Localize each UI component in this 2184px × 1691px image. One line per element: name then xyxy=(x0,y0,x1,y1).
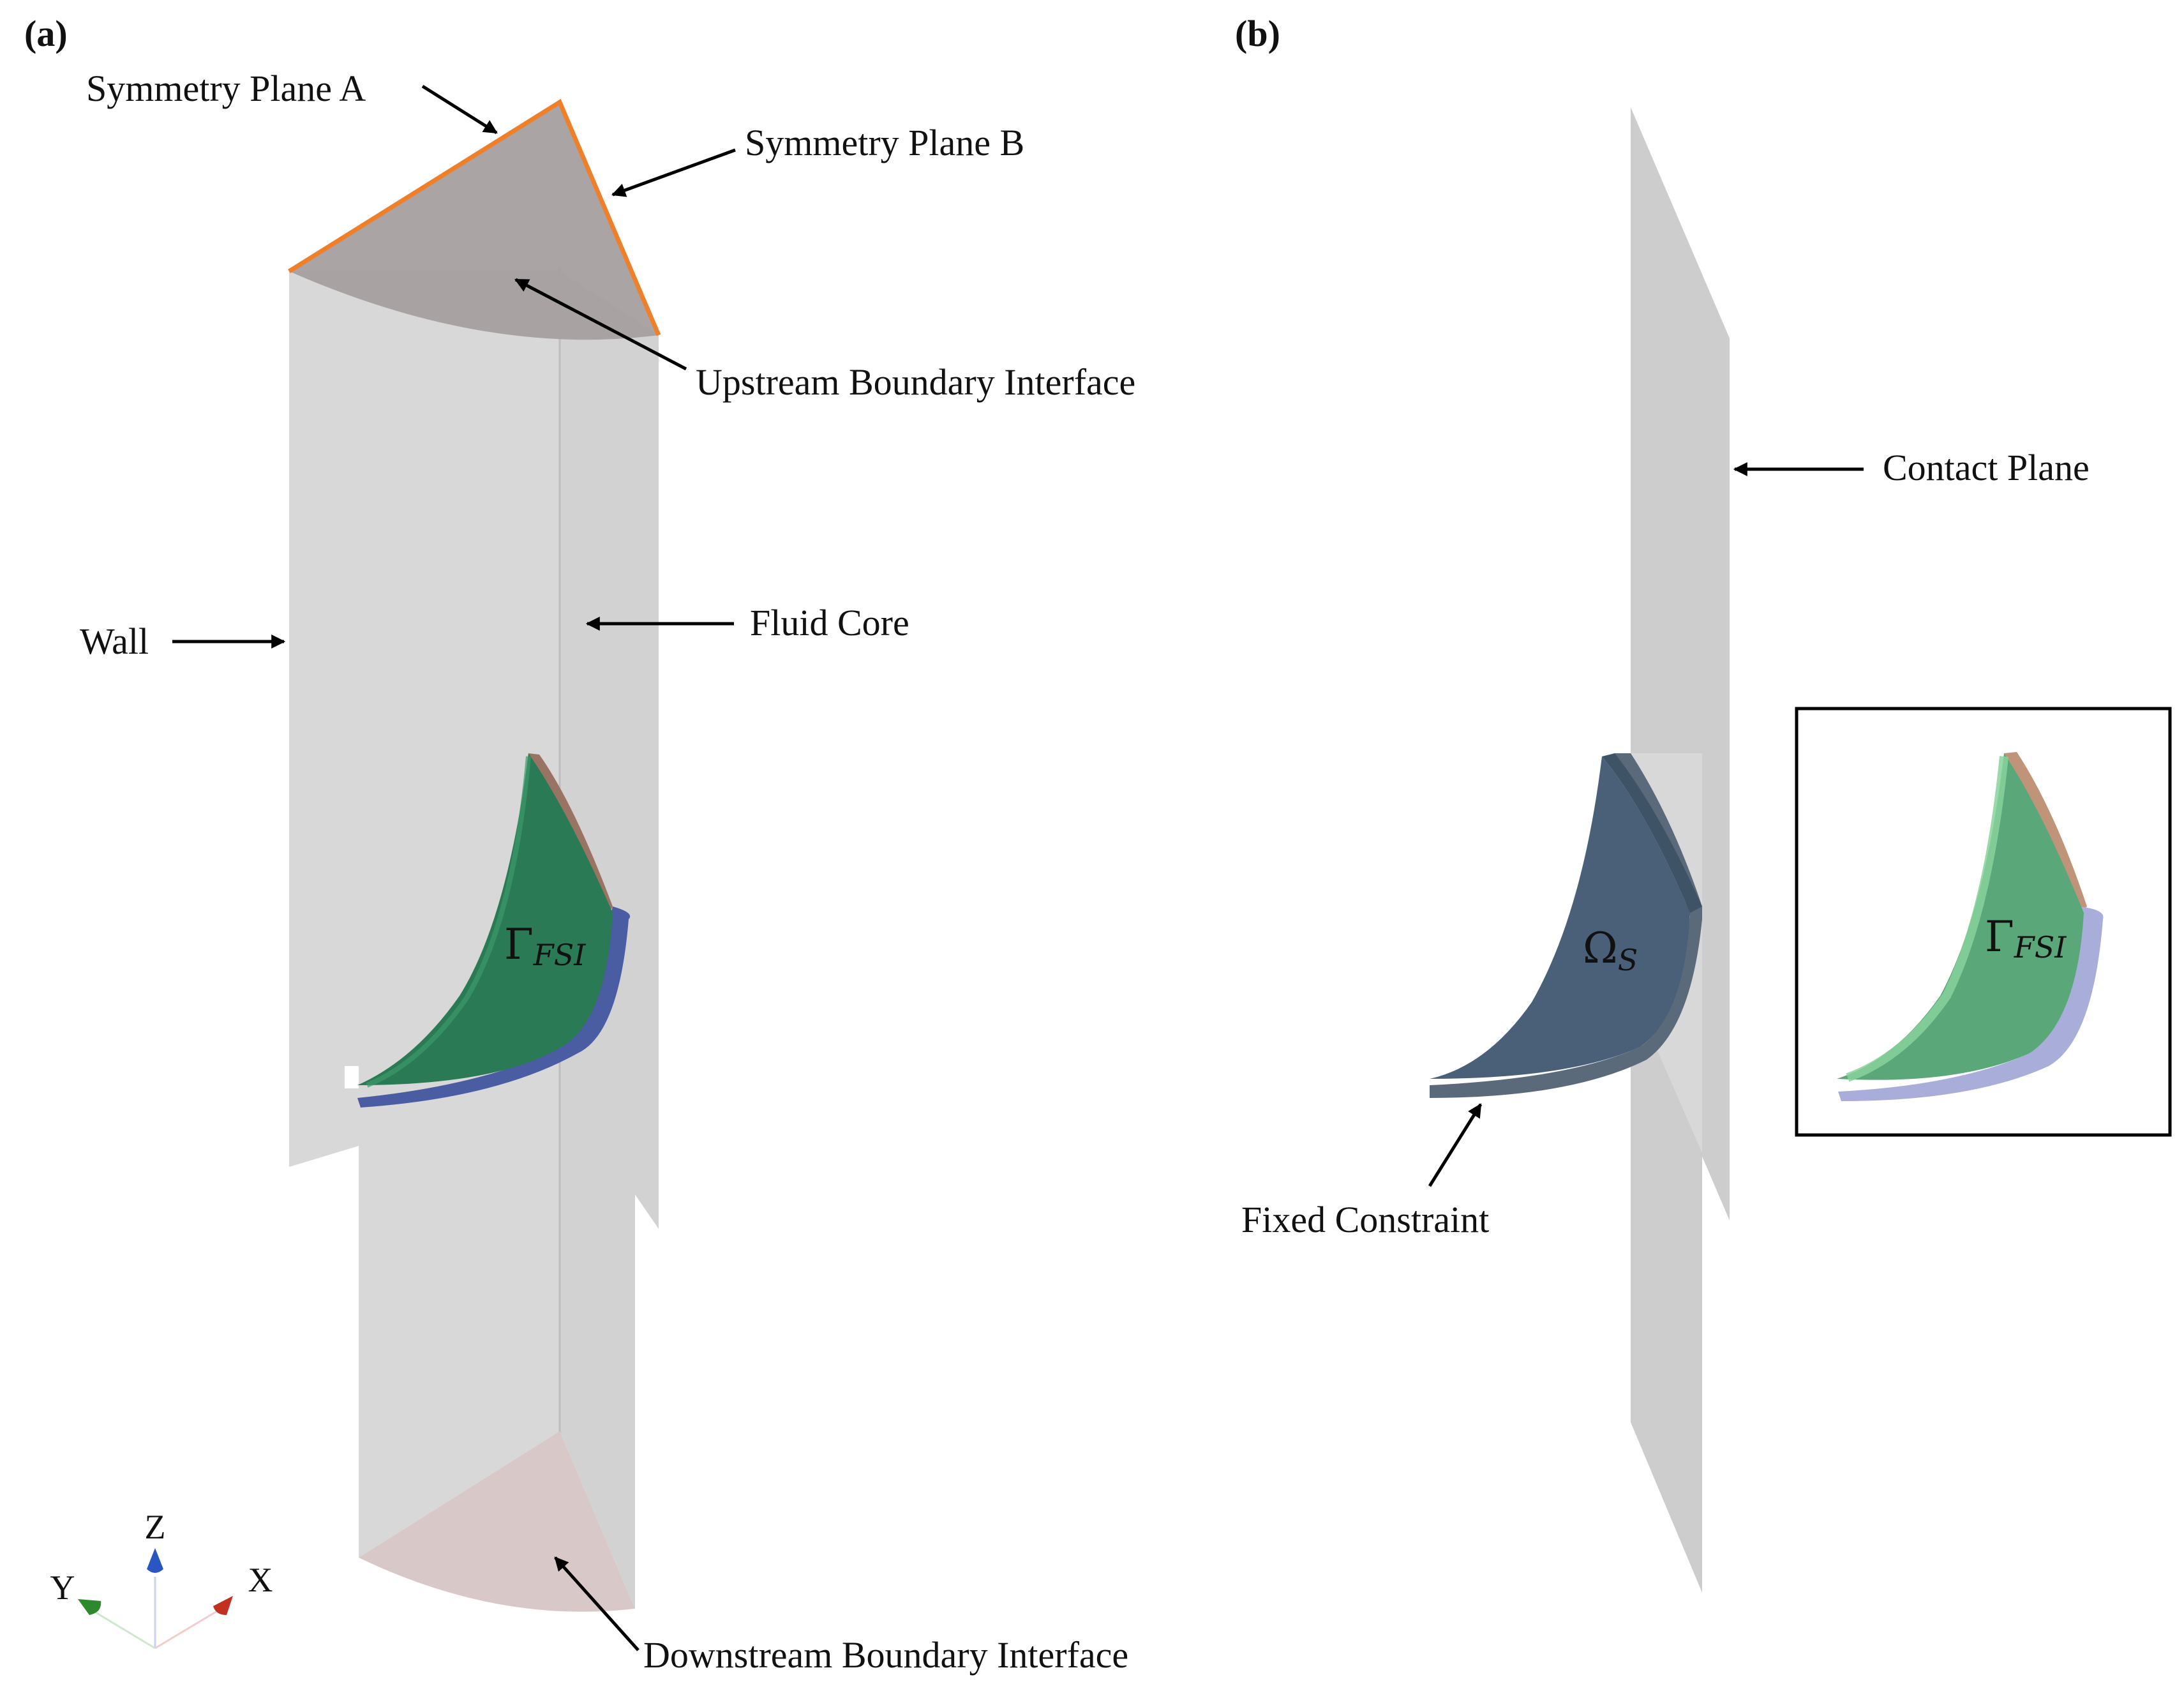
panel-b-label: (b) xyxy=(1235,13,1280,54)
panel-b-geometry xyxy=(1430,107,1730,1593)
upstream-boundary-cap xyxy=(289,102,659,340)
panel-a-label: (a) xyxy=(24,13,68,54)
upstream-boundary-label: Upstream Boundary Interface xyxy=(696,361,1135,403)
y-axis-icon xyxy=(78,1599,101,1615)
upstream-boundary-arrow xyxy=(514,278,687,371)
contact-plane-lower xyxy=(1631,989,1702,1593)
gamma-fsi-label-inset: ΓFSI xyxy=(1985,912,2067,965)
x-axis-icon xyxy=(213,1596,233,1615)
fsi-interface-surface xyxy=(357,753,613,1085)
inset-box: ΓFSI xyxy=(1795,707,2172,1137)
symmetry-plane-b-arrow xyxy=(611,148,736,197)
x-axis-label: X xyxy=(248,1561,273,1599)
contact-plane-label: Contact Plane xyxy=(1883,447,2090,488)
gamma-fsi-label-a: ΓFSI xyxy=(504,920,586,972)
wall-notch xyxy=(345,1066,359,1088)
fluid-core-label: Fluid Core xyxy=(750,602,909,643)
wall-lower-surface xyxy=(359,1085,560,1558)
leaflet-highlight xyxy=(366,756,531,1088)
leaflet-blue-rim xyxy=(357,906,631,1108)
downstream-boundary-label: Downstream Boundary Interface xyxy=(643,1634,1128,1676)
symmetry-plane-edges xyxy=(288,98,661,336)
symmetry-plane-b-label: Symmetry Plane B xyxy=(745,122,1024,163)
z-axis-icon xyxy=(147,1548,163,1573)
fluid-core-right-face xyxy=(560,271,659,1229)
y-axis-line xyxy=(89,1607,156,1650)
axis-triad: Z Y X xyxy=(50,1508,273,1650)
symmetry-plane-a-label: Symmetry Plane A xyxy=(86,68,366,109)
fluid-core-lower-face xyxy=(560,1085,635,1609)
solid-domain-surface xyxy=(1430,756,1690,1079)
y-axis-label: Y xyxy=(50,1568,75,1607)
inset-fsi-surface xyxy=(1837,753,2084,1080)
fixed-constraint-label: Fixed Constraint xyxy=(1241,1199,1489,1240)
inset-lavender-rim xyxy=(1838,906,2104,1101)
downstream-boundary-arrow xyxy=(554,1556,639,1651)
z-axis-label: Z xyxy=(145,1508,166,1546)
panel-a-geometry xyxy=(288,98,661,1612)
fixed-constraint-arrow xyxy=(1428,1103,1483,1187)
wall-label: Wall xyxy=(80,620,149,662)
inset-highlight xyxy=(1846,756,2008,1082)
x-axis-line xyxy=(154,1606,224,1650)
solid-domain-edge xyxy=(1602,753,1702,913)
symmetry-plane-a-arrow xyxy=(421,84,498,135)
omega-s-label: ΩS xyxy=(1583,924,1638,977)
